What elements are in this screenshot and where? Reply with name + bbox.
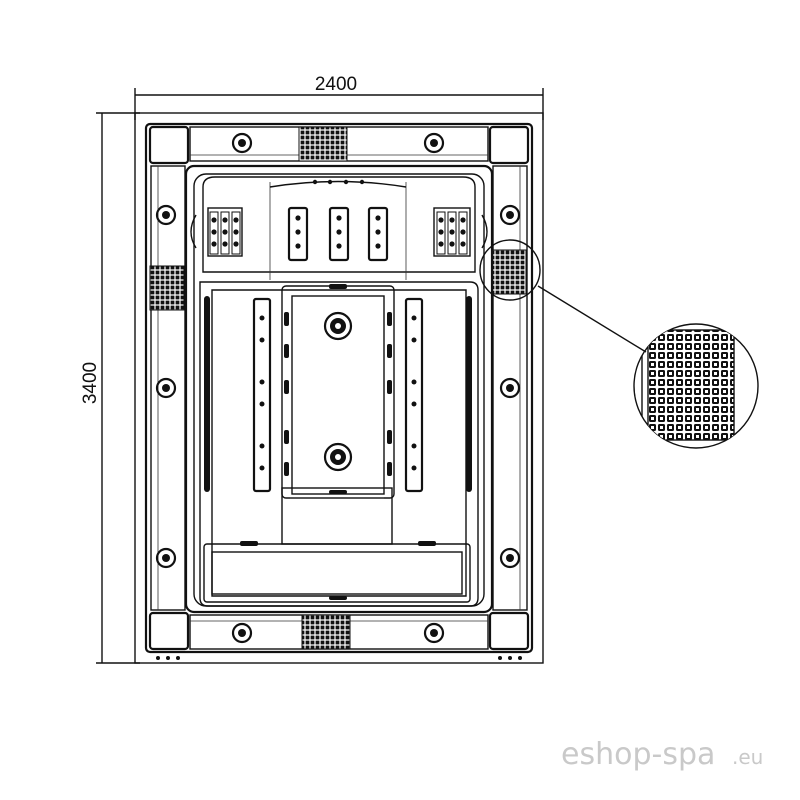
vent-grille-left [149,265,185,311]
foot-jet-icon [323,311,353,341]
jet-cluster-left [207,207,243,257]
width-label: 2400 [315,74,357,95]
detail-callout [479,239,759,449]
vent-grille-bottom [301,614,351,650]
port-icon [499,547,521,569]
base-markers [156,656,522,660]
jet-cluster-right [433,207,471,257]
jet-cluster-center [287,206,389,262]
vent-grille-top [298,126,348,162]
port-icon [231,622,253,644]
height-label: 3400 [80,362,101,404]
frame-ports [155,132,521,644]
spa-shell [184,164,494,614]
port-icon [499,204,521,226]
watermark-tld: .eu [732,745,763,769]
detail-vent-grille [647,329,735,441]
height-dimension: 3400 [80,112,140,664]
port-icon [231,132,253,154]
watermark-brand: eshop-spa [561,737,715,772]
port-icon [155,547,177,569]
jet-clusters [207,206,471,262]
spa-frame [134,112,544,664]
port-icon [155,204,177,226]
vent-grille-right [491,249,527,295]
seat-jet-strips [204,296,472,493]
foot-jet-icon [323,442,353,472]
vent-grilles [149,126,527,650]
port-icon [423,622,445,644]
port-icon [499,377,521,399]
port-icon [423,132,445,154]
width-dimension: 2400 [134,74,544,120]
port-icon [155,377,177,399]
watermark-logo: eshop-spa .eu [561,737,763,772]
